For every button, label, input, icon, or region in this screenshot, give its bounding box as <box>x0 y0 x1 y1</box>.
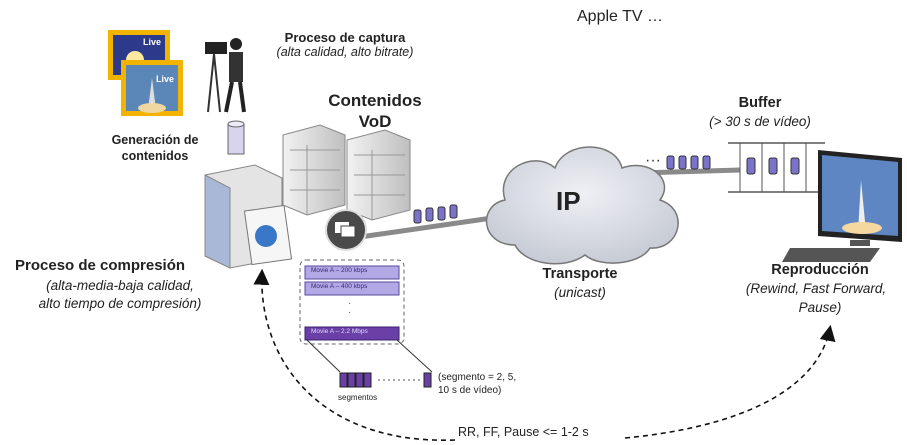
live-badge-back: Live <box>143 37 162 47</box>
segments-row <box>339 372 432 388</box>
storage-cylinder-icon <box>227 120 245 155</box>
live-thumbnail-back <box>108 30 170 80</box>
renditions-box <box>299 259 405 345</box>
ip-label: IP <box>556 186 581 216</box>
transport-detail: (unicast) <box>554 285 606 300</box>
compression-title: Proceso de compresión <box>15 257 186 274</box>
vod-line2: VoD <box>358 112 392 131</box>
segment-note-line2: 10 s de vídeo) <box>438 385 502 396</box>
vod-line1: Contenidos <box>328 91 422 110</box>
rendition-bar-2200 <box>304 326 400 341</box>
buffer-icon <box>728 142 825 193</box>
playback-title: Reproducción <box>771 262 869 278</box>
apple-tv-label: Apple TV … <box>577 8 663 25</box>
cameraman-icon <box>205 38 246 113</box>
live-badge-front: Live <box>156 74 175 84</box>
live-thumbnail-front <box>121 60 183 116</box>
streaming-node-icon <box>325 209 367 251</box>
packets-vod-link <box>413 204 458 224</box>
generation-line2: contenidos <box>121 149 189 163</box>
monitor-icon <box>782 150 902 262</box>
rendition-label-200: Movie A – 200 kbps <box>311 267 368 274</box>
rendition-bar-400 <box>304 281 400 296</box>
ip-cloud <box>485 146 679 265</box>
vod-server-left <box>282 124 346 216</box>
rendition-label-2200: Movie A – 2.2 Mbps <box>311 328 368 335</box>
svg-text:···: ··· <box>645 152 661 169</box>
vod-server-right <box>346 129 411 221</box>
packets-buffer-link <box>666 155 711 170</box>
rendition-label-400: Movie A – 400 kbps <box>311 283 368 290</box>
transport-title: Transporte <box>542 266 618 282</box>
buffer-detail: (> 30 s de vídeo) <box>709 114 811 129</box>
rendition-bar-200 <box>304 265 400 280</box>
playback-line1: (Rewind, Fast Forward, <box>745 281 887 296</box>
trickplay-arrow-left <box>253 268 456 441</box>
capture-detail: (alta calidad, alto bitrate) <box>276 45 414 59</box>
compression-line2: alto tiempo de compresión) <box>38 296 202 311</box>
compression-server-icon <box>204 164 293 269</box>
segment-note-line1: (segmento = 2, 5, <box>438 372 517 383</box>
segments-label: segmentos <box>338 393 378 402</box>
svg-text:·: · <box>348 307 351 318</box>
capture-title: Proceso de captura <box>284 30 406 45</box>
buffer-title: Buffer <box>738 95 782 111</box>
trickplay-label: RR, FF, Pause <= 1-2 s <box>458 425 589 439</box>
svg-text:·: · <box>348 298 351 309</box>
compression-line1: (alta-media-baja calidad, <box>46 278 194 293</box>
playback-line2: Pause) <box>798 300 842 315</box>
trickplay-arrow-right <box>624 324 836 439</box>
generation-line1: Generación de <box>111 133 199 147</box>
